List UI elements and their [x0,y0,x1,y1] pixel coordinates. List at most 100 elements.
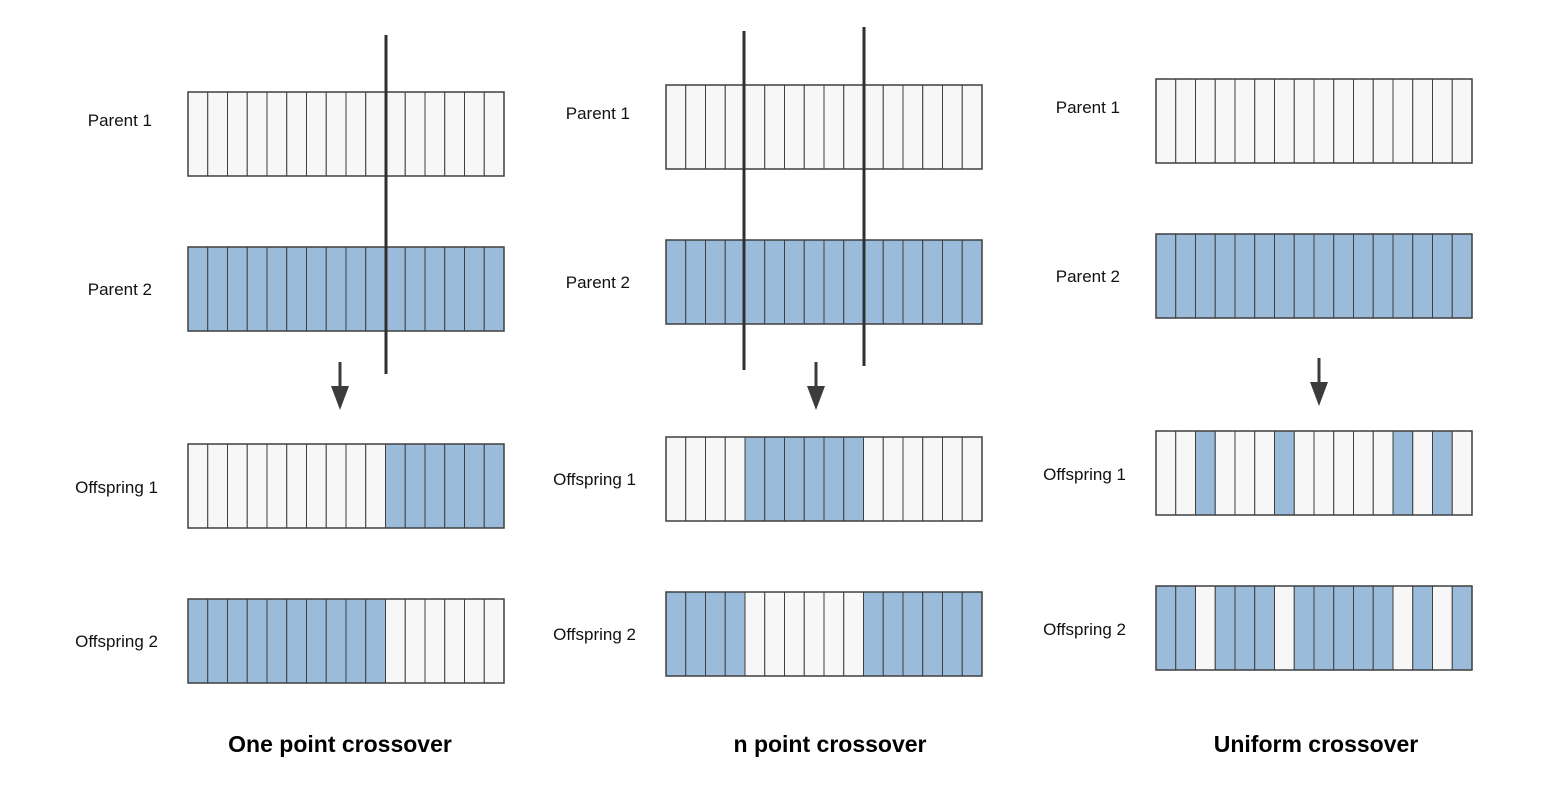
panel-n-point: Parent 1 Parent 2 Offspring 1 Offspring … [553,27,983,757]
gene-cell-blue [325,598,347,684]
gene-cell-white [1372,78,1394,164]
gene-cell-blue [961,239,983,325]
gene-cell-blue [922,591,943,677]
gene-cell-blue [1254,233,1275,319]
gene-cell-white [1274,585,1295,671]
gene-cell-blue [1353,585,1374,671]
gene-cell-blue [424,246,446,332]
panel-1-offspring1-chromosome [665,436,983,522]
gene-cell-white [744,591,766,677]
gene-cell-white [286,91,307,177]
gene-cell-white [365,91,386,177]
gene-cell-white [902,84,924,170]
gene-cell-blue [1274,430,1295,516]
gene-cell-blue [345,246,367,332]
gene-cell-blue [1333,585,1354,671]
panel-2-parent2-chromosome [1155,233,1473,319]
gene-cell-blue [784,239,805,325]
panel-2-parent1-chromosome [1155,78,1473,164]
gene-cell-white [1274,78,1295,164]
gene-cell-blue [207,598,228,684]
gene-cell-blue [187,246,209,332]
gene-cell-blue [1234,233,1256,319]
gene-cell-blue [744,436,766,522]
gene-cell-white [187,91,209,177]
gene-cell-white [266,91,288,177]
gene-cell-white [1214,430,1236,516]
panel-0-offspring2-label: Offspring 2 [75,632,158,651]
gene-cell-blue [764,436,785,522]
gene-cell-white [1155,430,1177,516]
panel-1-parent2-label: Parent 2 [566,273,630,292]
gene-cell-blue [464,246,485,332]
panel-1-offspring2-chromosome [665,591,983,677]
panel-1-title: n point crossover [734,731,927,757]
gene-cell-white [823,84,845,170]
gene-cell-white [444,91,465,177]
gene-cell-white [1313,78,1335,164]
gene-cell-white [424,91,446,177]
panel-0-offspring2-chromosome [187,598,505,684]
gene-cell-blue [1313,585,1335,671]
gene-cell-white [784,591,805,677]
gene-cell-blue [784,436,805,522]
gene-cell-blue [385,443,406,529]
gene-cell-white [1313,430,1335,516]
gene-cell-blue [1412,585,1433,671]
gene-cell-blue [705,591,726,677]
gene-cell-blue [404,246,426,332]
gene-cell-white [325,91,347,177]
panel-2-down-arrow-icon [1310,358,1328,406]
gene-cell-blue [385,246,406,332]
gene-cell-white [922,436,943,522]
gene-cell-blue [306,598,327,684]
gene-cell-white [1195,78,1216,164]
gene-cell-white [345,91,367,177]
gene-cell-white [1412,430,1433,516]
gene-cell-white [744,84,766,170]
gene-cell-blue [444,246,465,332]
panel-1-parent1-label: Parent 1 [566,104,630,123]
gene-cell-white [803,591,825,677]
gene-cell-white [1432,78,1453,164]
gene-cell-blue [764,239,785,325]
gene-cell-white [1155,78,1177,164]
gene-cell-blue [246,246,268,332]
gene-cell-white [803,84,825,170]
gene-cell-blue [365,598,386,684]
gene-cell-white [961,436,983,522]
gene-cell-white [1451,78,1473,164]
gene-cell-white [843,591,864,677]
chromosome-outline [187,598,505,684]
panel-0-parent2-chromosome [187,246,505,332]
chromosome-outline [665,239,983,325]
gene-cell-blue [1372,585,1394,671]
gene-cell-white [685,436,706,522]
gene-cell-white [1333,430,1354,516]
gene-cell-white [1175,430,1196,516]
gene-cell-white [764,591,785,677]
gene-cell-white [902,436,924,522]
gene-cell-blue [1451,585,1473,671]
gene-cell-white [464,91,485,177]
gene-cell-white [404,598,426,684]
gene-cell-white [345,443,367,529]
gene-cell-blue [1234,585,1256,671]
gene-cell-white [404,91,426,177]
gene-cell-white [365,443,386,529]
gene-cell-blue [325,246,347,332]
panel-1-down-arrow-icon [807,362,825,410]
panel-1-parent1-chromosome [665,84,983,170]
gene-cell-white [1293,430,1315,516]
gene-cell-blue [803,436,825,522]
gene-cell-white [1234,78,1256,164]
gene-cell-blue [1333,233,1354,319]
panel-2-offspring2-chromosome [1155,585,1473,671]
gene-cell-blue [483,443,505,529]
gene-cell-white [665,84,687,170]
gene-cell-blue [345,598,367,684]
panel-2-offspring1-label: Offspring 1 [1043,465,1126,484]
gene-cell-blue [1214,233,1236,319]
gene-cell-blue [1392,233,1414,319]
gene-cell-white [1412,78,1433,164]
